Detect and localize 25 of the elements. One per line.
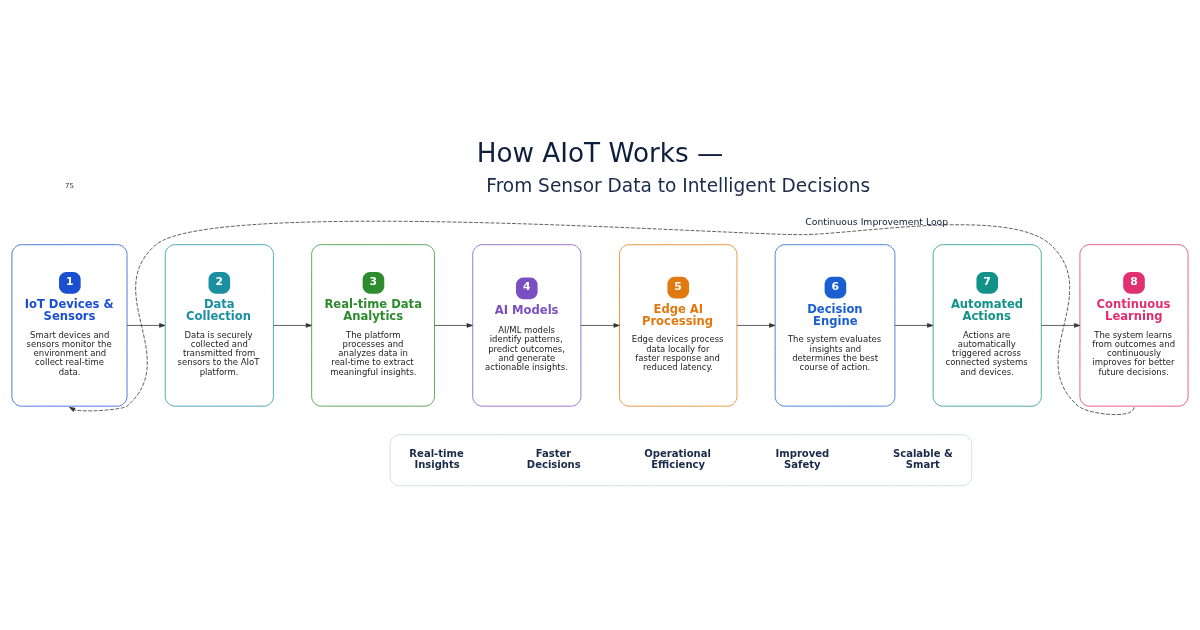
- node-box: 7 Automated Actions Actions are automatically triggered across connected systems and devices.: [932, 244, 1042, 407]
- cluster: [389, 434, 973, 487]
- node-box: 3 Real-time Data Analytics The platform processes and analyzes data in real-time to extract meaningful insights.: [311, 244, 435, 407]
- arrow: [69, 220, 1135, 415]
- diagram-title: How AIoT Works —: [476, 138, 724, 169]
- arrow: [1041, 323, 1081, 328]
- node-text: Scalable & Smart: [892, 448, 953, 470]
- arrow: [273, 323, 312, 328]
- arrow: [434, 323, 473, 328]
- node-text: Real-time Insights: [409, 448, 464, 470]
- arrow: [894, 323, 934, 328]
- node-text: Improved Safety: [775, 448, 830, 470]
- label: From Sensor Data to Intelligent Decisions: [486, 174, 871, 196]
- arrow: [736, 323, 776, 328]
- node-box: 2 Data Collection Data is securely collected and transmitted from sensors to the AIoT platform.: [164, 244, 274, 407]
- arrow: [126, 323, 166, 328]
- arrow: [580, 323, 620, 328]
- node-box: 8 Continuous Learning The system learns from outcomes and continuously improves for better future decisions.: [1079, 244, 1189, 407]
- node-box: 4 AI Models AI/ML models identify patterns, predict outcomes, and generate actionable insights.: [472, 244, 582, 407]
- node-text: Operational Efficiency: [644, 448, 711, 470]
- edge-label: Continuous Improvement Loop: [805, 216, 949, 228]
- node-text: Faster Decisions: [526, 448, 581, 470]
- node-box: 1 IoT Devices & Sensors Smart devices and sensors monitor the environment and collect real-time data.: [11, 244, 128, 407]
- node-box: 5 Edge AI Processing Edge devices process data locally for faster response and reduced latency.: [619, 244, 738, 407]
- node-box: 6 Decision Engine The system evaluates insights and determines the best course of action.: [774, 244, 896, 407]
